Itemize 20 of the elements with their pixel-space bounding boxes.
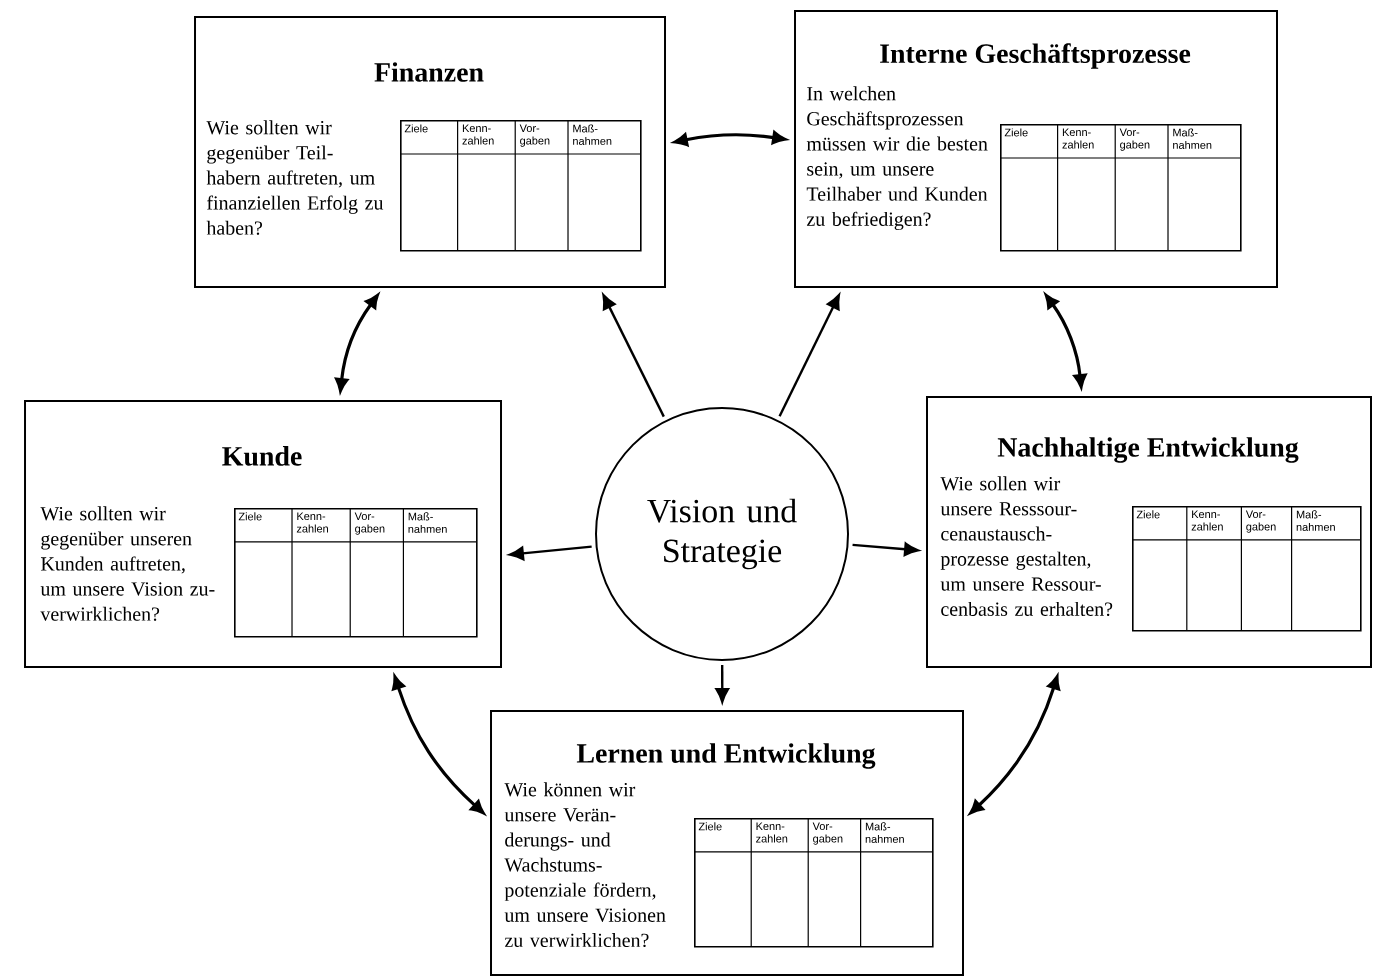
arrow xyxy=(602,294,665,418)
question-text: Wie sollen wir unsere Resssour- cenaustausch- prozesse gestalten, um unsere Ressour- cenbasis zu erhalten? xyxy=(940,476,1113,616)
arrow xyxy=(969,675,1061,815)
arrow xyxy=(778,294,840,417)
question-text: Wie sollten wir gegenüber Teil- habern auftreten, um finanziellen Erfolg zu haben? xyxy=(206,120,384,235)
panel-title: Interne Geschäftsprozesse xyxy=(880,43,1191,69)
panel-title: Nachhaltige Entwicklung xyxy=(997,437,1299,463)
panel-title: Lernen und Entwicklung xyxy=(576,743,876,769)
arrow xyxy=(673,131,787,147)
question-text: Wie sollten wir gegenüber unseren Kunden auftreten, um unsere Vision zu-verwirklichen? xyxy=(40,506,215,621)
arrow xyxy=(509,545,592,561)
panel-title: Kunde xyxy=(222,446,302,466)
arrow xyxy=(335,294,379,392)
panel-title: Finanzen xyxy=(374,62,484,82)
question-text: Wie können wir unsere Verän- derungs- und Wachstums- potenziale fördern, um unsere Visionen zu verwirklichen? xyxy=(504,782,666,948)
arrow xyxy=(1044,294,1087,388)
arrow xyxy=(715,664,730,703)
arrow xyxy=(392,675,485,815)
arrow xyxy=(852,542,920,557)
question-text: In welchen Geschäftsprozessen müssen wir die besten sein, um unsere Teilhaber und Kunden zu befriedigen? xyxy=(806,86,988,231)
